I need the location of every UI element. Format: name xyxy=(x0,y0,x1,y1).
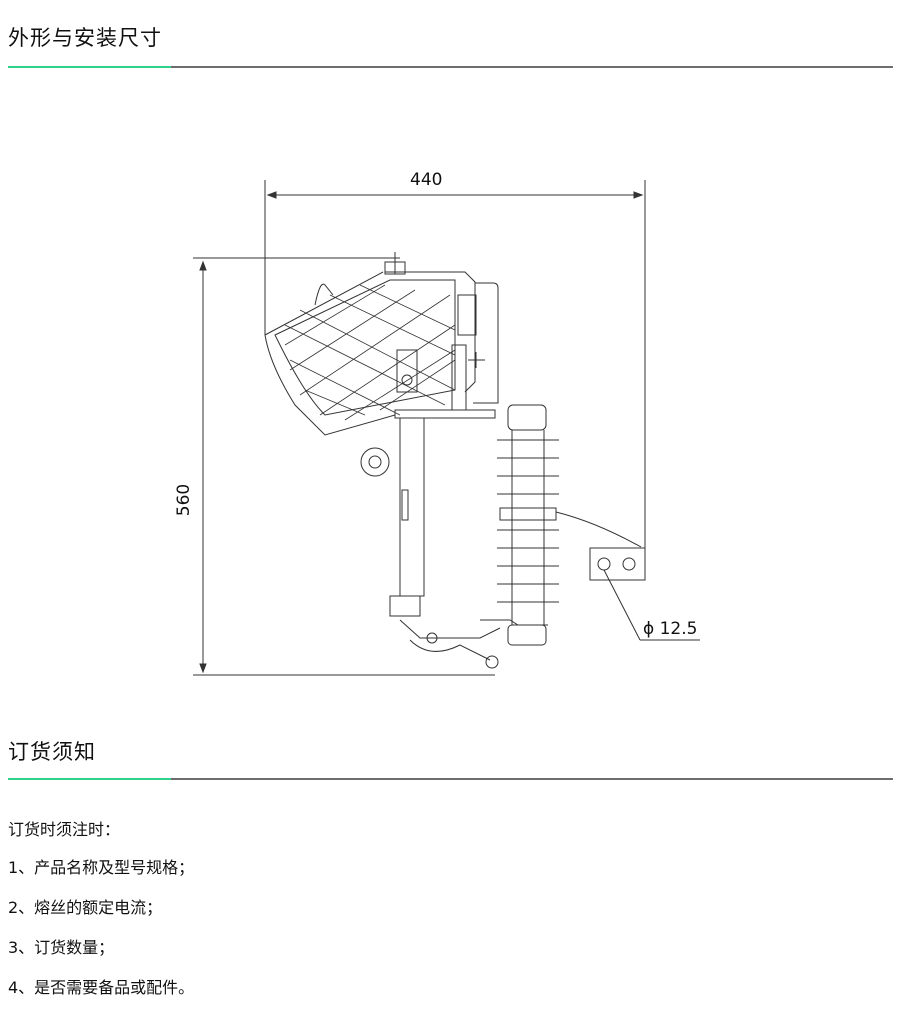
note-item: 2、熔丝的额定电流； xyxy=(8,898,163,917)
section-title-ordering: 订货须知 xyxy=(8,740,96,764)
note-item: 1、产品名称及型号规格； xyxy=(8,858,195,877)
section-divider xyxy=(8,66,893,68)
insulator-sheds xyxy=(497,430,559,625)
section-divider xyxy=(8,778,893,780)
note-item: 4、是否需要备品或配件。 xyxy=(8,978,195,997)
hole-diameter-label: ϕ 12.5 xyxy=(643,619,698,639)
note-item: 3、订货数量； xyxy=(8,938,115,957)
dimension-drawing xyxy=(193,180,700,676)
width-dimension-label: 440 xyxy=(410,170,443,190)
height-dimension-label: 560 xyxy=(174,483,195,517)
notes-intro: 订货时须注时： xyxy=(8,820,121,839)
section-title-dimensions: 外形与安装尺寸 xyxy=(8,26,162,50)
